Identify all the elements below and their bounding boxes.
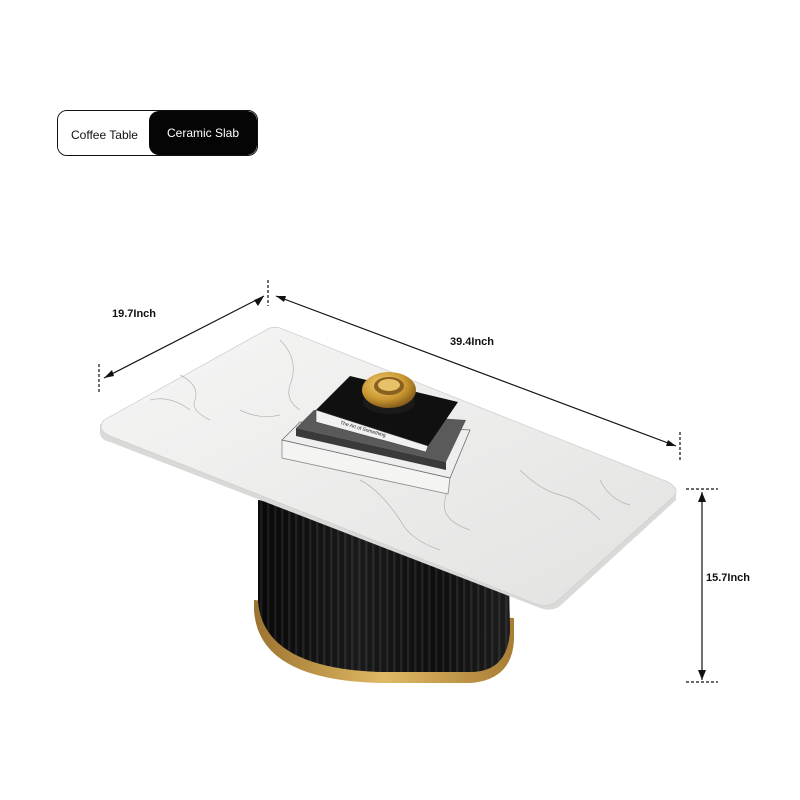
tab-switcher: Coffee Table Ceramic Slab <box>57 110 258 156</box>
gold-bowl <box>362 372 416 414</box>
dimension-guides <box>98 280 718 683</box>
tab-ceramic-slab[interactable]: Ceramic Slab <box>149 111 257 155</box>
tab-coffee-table[interactable]: Coffee Table <box>58 111 151 155</box>
height-label: 15.7Inch <box>706 572 750 584</box>
width-label: 39.4Inch <box>450 336 494 348</box>
marble-veins <box>149 339 631 551</box>
depth-label: 19.7Inch <box>112 308 156 320</box>
dimension-arrowheads <box>104 296 706 680</box>
depth-guide-line <box>103 295 265 379</box>
width-guide-line <box>275 295 677 447</box>
